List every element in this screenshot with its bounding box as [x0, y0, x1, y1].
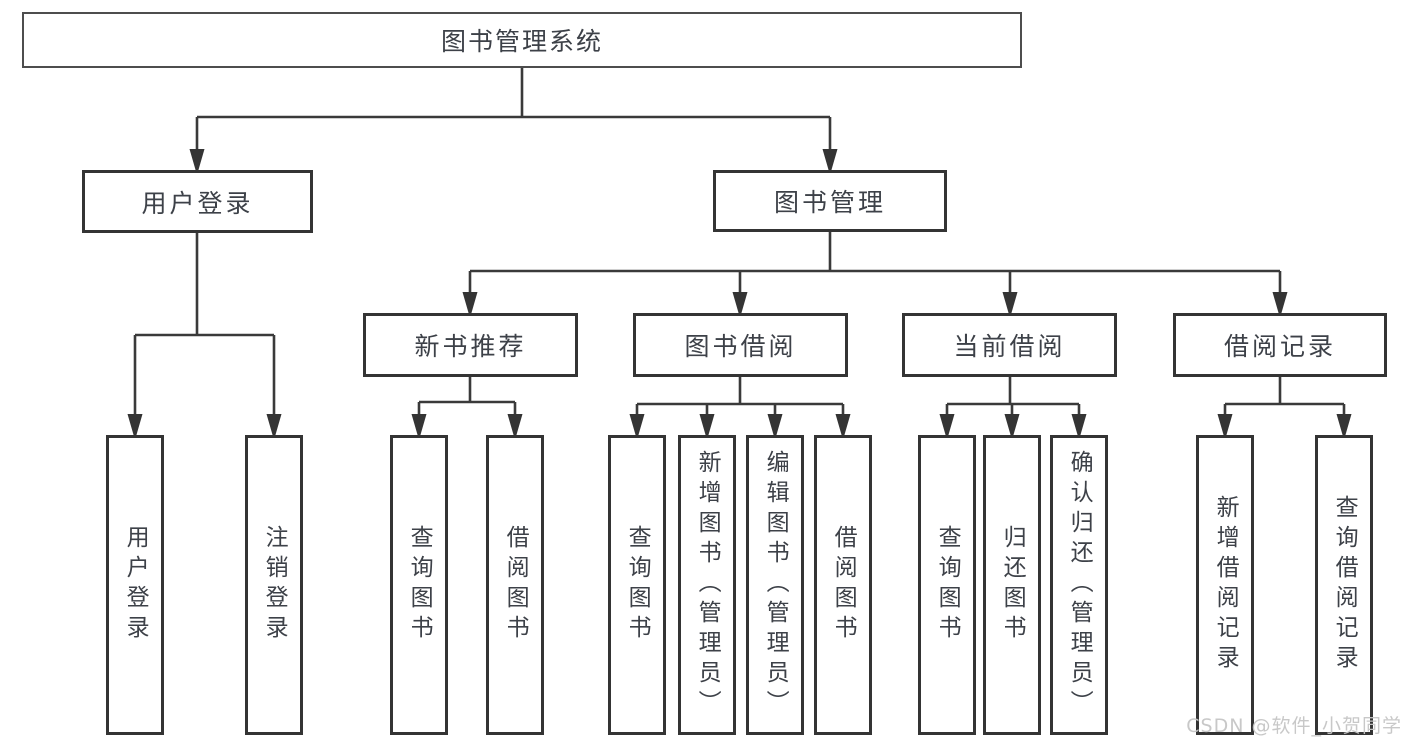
node-library-management-system: 图书管理系统 — [22, 12, 1022, 68]
node-label: 借阅图书 — [830, 525, 857, 645]
node-label: 编辑图书（管理员） — [762, 450, 789, 720]
node-label: 新书推荐 — [414, 332, 527, 361]
node-label: 借阅记录 — [1223, 332, 1336, 361]
node-leaf-edit-books-admin: 编辑图书（管理员） — [746, 435, 804, 735]
node-book-borrowing: 图书借阅 — [633, 313, 848, 377]
node-leaf-query-books-1: 查询图书 — [390, 435, 448, 735]
node-label: 用户登录 — [141, 188, 254, 218]
node-leaf-user-login: 用户登录 — [106, 435, 164, 735]
node-leaf-query-books-2: 查询图书 — [608, 435, 666, 735]
node-label: 图书管理 — [773, 188, 886, 217]
node-leaf-query-books-3: 查询图书 — [918, 435, 976, 735]
csdn-watermark: CSDN @软件_小贺同学 — [1186, 715, 1402, 737]
node-leaf-query-borrow-record: 查询借阅记录 — [1315, 435, 1373, 735]
node-label: 查询图书 — [624, 525, 651, 645]
node-label: 图书借阅 — [684, 332, 797, 361]
node-borrow-records: 借阅记录 — [1173, 313, 1387, 377]
node-leaf-logout: 注销登录 — [245, 435, 303, 735]
node-label: 借阅图书 — [502, 525, 529, 645]
node-label: 新增图书（管理员） — [694, 450, 721, 720]
node-leaf-return-books: 归还图书 — [983, 435, 1041, 735]
node-label: 查询图书 — [406, 525, 433, 645]
node-label: 注销登录 — [261, 525, 288, 645]
node-label: 归还图书 — [999, 525, 1026, 645]
node-book-management: 图书管理 — [713, 170, 947, 232]
node-label: 图书管理系统 — [440, 27, 603, 56]
node-label: 用户登录 — [122, 525, 149, 645]
node-leaf-add-borrow-record: 新增借阅记录 — [1196, 435, 1254, 735]
node-label: 当前借阅 — [953, 332, 1066, 361]
node-label: 查询借阅记录 — [1331, 495, 1358, 675]
node-label: 新增借阅记录 — [1212, 495, 1239, 675]
node-leaf-add-books-admin: 新增图书（管理员） — [678, 435, 736, 735]
node-label: 确认归还（管理员） — [1066, 450, 1093, 720]
node-current-borrowing: 当前借阅 — [902, 313, 1117, 377]
node-leaf-confirm-return-admin: 确认归还（管理员） — [1050, 435, 1108, 735]
node-label: 查询图书 — [934, 525, 961, 645]
node-user-login-branch: 用户登录 — [82, 170, 313, 233]
node-leaf-borrow-books-1: 借阅图书 — [486, 435, 544, 735]
node-leaf-borrow-books-2: 借阅图书 — [814, 435, 872, 735]
node-new-book-recommend: 新书推荐 — [363, 313, 578, 377]
